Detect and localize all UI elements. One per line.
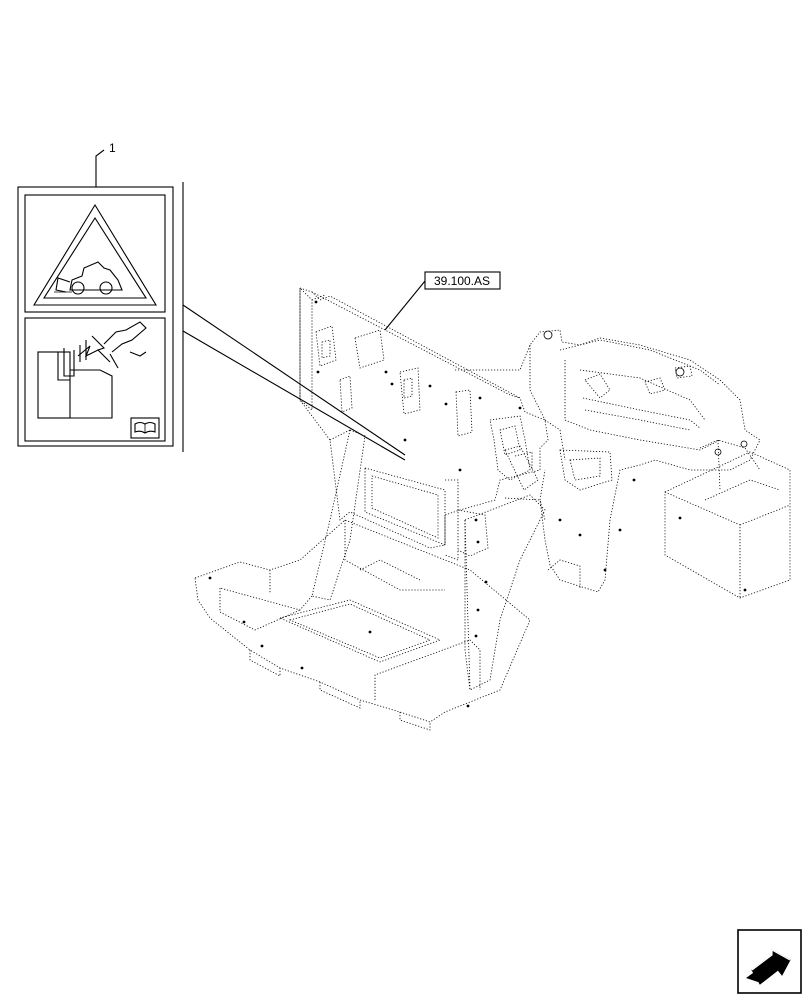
operator-manual-book-icon [130, 417, 160, 439]
decal-leader-lower [182, 330, 406, 461]
decal-frame [17, 186, 174, 447]
reference-label-box [424, 271, 501, 290]
rear-frame [455, 329, 761, 593]
bolt-holes [208, 300, 748, 708]
item-number-leader [95, 149, 105, 187]
electrical-shock-hazard-icon [37, 321, 147, 419]
decal-callout-group: 1 [17, 141, 406, 461]
reference-callout-group: 39.100.AS [384, 271, 501, 331]
item-number-label: 1 [109, 141, 116, 155]
warning-triangle-loader-icon [33, 203, 157, 306]
next-page-arrow-icon[interactable] [737, 929, 802, 994]
decal-lower-panel [24, 317, 166, 442]
loader-frame-drawing [194, 287, 791, 731]
reference-leader [384, 280, 426, 331]
decal-upper-panel [24, 194, 166, 313]
rear-toolbox [664, 451, 791, 599]
floor-plate [194, 519, 531, 723]
reference-label: 39.100.AS [434, 274, 490, 288]
dash-panel [299, 287, 549, 549]
decal-leader-upper [182, 304, 406, 456]
